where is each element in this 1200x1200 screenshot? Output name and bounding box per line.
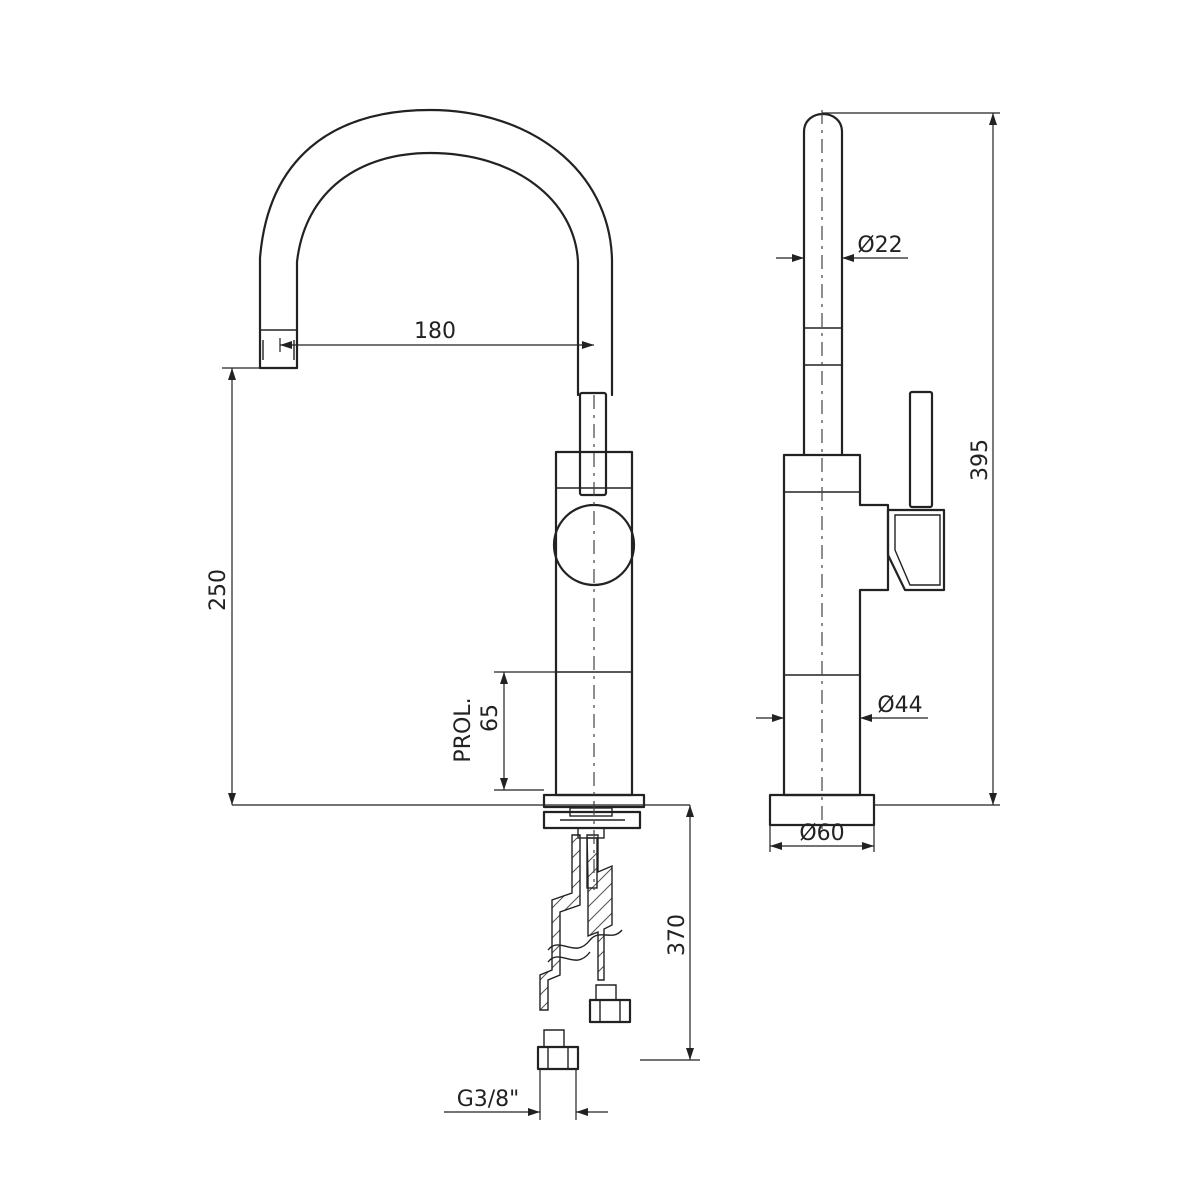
supply-hoses (536, 834, 632, 1071)
front-handle-lever (578, 391, 608, 497)
shank-length-label: 65 (478, 704, 503, 732)
spout-diameter-label: Ø22 (857, 233, 902, 258)
body-diameter-label: Ø44 (877, 693, 922, 718)
total-height-label: 395 (968, 439, 993, 481)
spout-reach-label: 180 (414, 319, 456, 344)
hose-length-label: 370 (665, 914, 690, 956)
dimension-lines (222, 112, 1000, 1120)
side-handle (886, 390, 946, 592)
side-spout (802, 112, 844, 457)
front-view (258, 108, 646, 1071)
dimension-labels: 180 250 PROL. 65 370 G3/8" 395 Ø22 Ø44 Ø… (206, 233, 993, 1112)
side-body (768, 453, 890, 827)
front-mounting (542, 807, 642, 839)
spout-height-label: 250 (206, 569, 231, 611)
base-diameter-label: Ø60 (799, 821, 844, 846)
spout-gooseneck (258, 108, 614, 397)
shank-prol-label: PROL. (451, 697, 476, 762)
side-view (768, 110, 946, 830)
thread-label: G3/8" (457, 1087, 520, 1112)
